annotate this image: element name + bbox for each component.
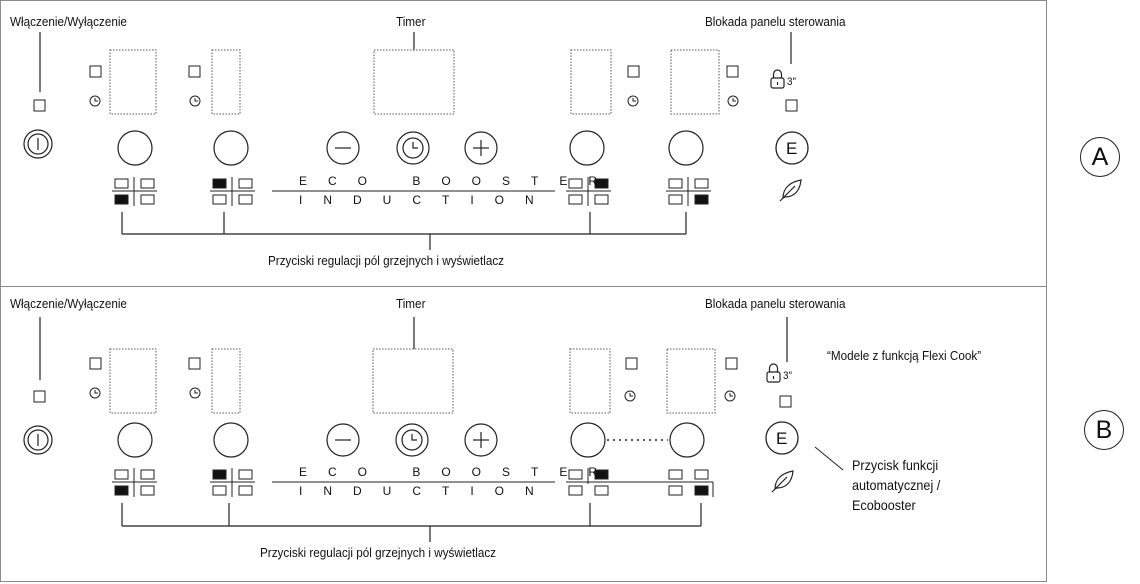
lock-indicator — [779, 395, 792, 408]
plus-icon — [464, 423, 498, 457]
zone3-button — [570, 422, 606, 458]
zone4-display — [666, 348, 716, 414]
flexi-grid — [566, 468, 714, 497]
minus-icon — [326, 131, 360, 165]
zone4-button — [669, 422, 705, 458]
zone4-grid — [666, 177, 711, 206]
power-icon — [23, 129, 53, 159]
panel-a: Włączenie/Wyłączenie Timer Blokada panel… — [0, 0, 1047, 292]
clock-icon — [395, 423, 429, 457]
zone1-display — [109, 49, 157, 115]
zone2-button — [213, 130, 249, 166]
zone1-grid — [112, 177, 157, 206]
zone2-indicator — [188, 65, 201, 78]
auto-function-label-line2: automatycznej / — [852, 477, 941, 493]
zone1-grid — [112, 468, 157, 497]
clock-icon — [89, 95, 101, 107]
e-button — [765, 421, 799, 455]
zones-bracket — [121, 212, 687, 250]
e-button-label[interactable]: E — [786, 139, 798, 158]
zones-bracket — [121, 503, 702, 542]
e-button — [775, 131, 809, 165]
lock-time: 3" — [783, 370, 793, 382]
zone2-grid — [210, 177, 255, 206]
flexi-cook-label: “Modele z funkcją Flexi Cook” — [827, 348, 982, 363]
clock-icon — [727, 95, 739, 107]
induction-text: INDUCTION — [299, 193, 555, 207]
auto-function-label-line1: Przycisk funkcji — [852, 457, 939, 473]
clock-icon — [189, 387, 201, 399]
zone1-indicator — [89, 65, 102, 78]
lock-label: Blokada panelu sterowania — [705, 296, 846, 311]
timer-display — [373, 49, 455, 115]
zones-label: Przyciski regulacji pól grzejnych i wyśw… — [268, 253, 505, 268]
plus-icon — [464, 131, 498, 165]
zone2-display — [211, 49, 241, 115]
e-button-label[interactable]: E — [776, 429, 788, 448]
section-b-badge: B — [1084, 410, 1124, 450]
power-label: Włączenie/Wyłączenie — [10, 296, 127, 311]
zone3-display — [570, 49, 612, 115]
power-label: Włączenie/Wyłączenie — [10, 14, 127, 29]
zone1-display — [109, 348, 157, 414]
zone3-grid — [566, 177, 611, 206]
clock-icon — [624, 390, 636, 402]
zone4-button — [668, 130, 704, 166]
panel-b: Włączenie/Wyłączenie Timer Blokada panel… — [0, 287, 1047, 579]
auto-function-label-line3: Ecobooster — [852, 497, 916, 513]
zone3-indicator — [627, 65, 640, 78]
zone2-display — [211, 348, 241, 414]
clock-icon — [396, 131, 430, 165]
zone2-indicator — [188, 357, 201, 370]
zone3-indicator — [625, 357, 638, 370]
section-a-badge: A — [1080, 137, 1120, 177]
clock-icon — [89, 387, 101, 399]
timer-label: Timer — [396, 296, 426, 311]
timer-label: Timer — [396, 14, 426, 29]
padlock-icon — [770, 69, 785, 89]
eco-booster-text: ECO BOOSTER — [299, 465, 619, 479]
leaf-icon — [779, 179, 802, 202]
zone1-indicator — [89, 357, 102, 370]
panel-b-graphics — [23, 317, 844, 542]
zone3-button — [569, 130, 605, 166]
zone4-indicator — [726, 65, 739, 78]
power-indicator — [33, 390, 46, 403]
clock-icon — [627, 95, 639, 107]
padlock-icon — [766, 363, 781, 383]
zone2-button — [213, 422, 249, 458]
clock-icon — [189, 95, 201, 107]
eco-booster-text: ECO BOOSTER — [299, 174, 619, 188]
power-indicator — [33, 99, 46, 112]
timer-display — [372, 348, 454, 414]
lock-time: 3" — [787, 76, 797, 88]
zone1-button — [117, 422, 153, 458]
lock-label: Blokada panelu sterowania — [705, 14, 846, 29]
zone2-grid — [210, 468, 255, 497]
lock-indicator — [785, 99, 798, 112]
induction-text: INDUCTION — [299, 484, 555, 498]
leaf-icon — [771, 470, 794, 493]
zones-label: Przyciski regulacji pól grzejnych i wyśw… — [260, 545, 497, 560]
zone4-indicator — [725, 357, 738, 370]
panel-a-graphics — [23, 32, 809, 250]
clock-icon — [724, 390, 736, 402]
zone3-display — [569, 348, 611, 414]
panel-divider — [0, 286, 1047, 287]
zone4-display — [670, 49, 720, 115]
zone1-button — [117, 130, 153, 166]
minus-icon — [326, 423, 360, 457]
power-icon — [23, 425, 53, 455]
auto-callout-line — [814, 446, 844, 471]
panel-frame — [0, 0, 1047, 582]
